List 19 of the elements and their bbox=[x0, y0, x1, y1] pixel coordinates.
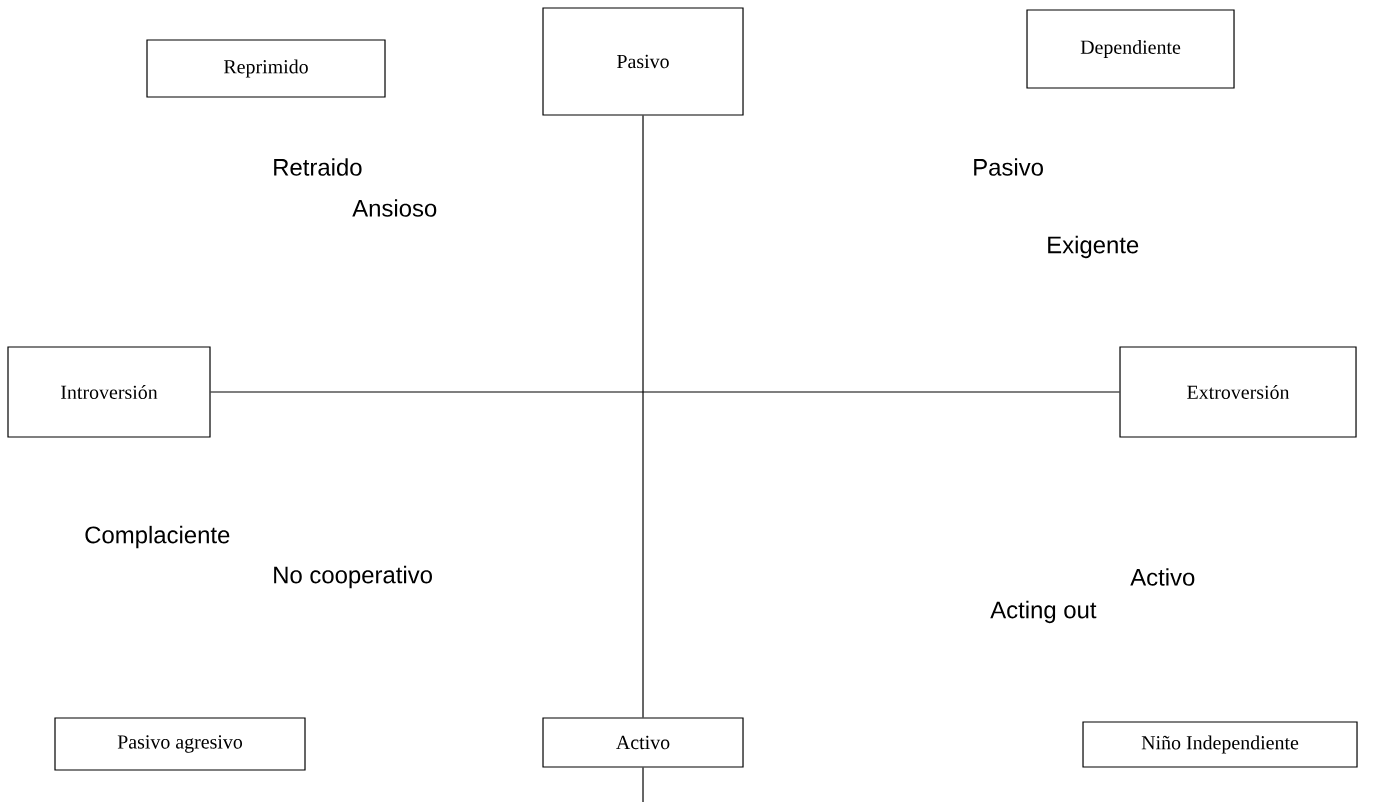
trait-label: Pasivo bbox=[974, 158, 1043, 176]
trait-label: Activo bbox=[1130, 568, 1195, 586]
axis-line bbox=[642, 767, 644, 802]
label-box: Activo bbox=[542, 717, 744, 768]
label-box: Pasivo agresivo bbox=[54, 717, 306, 771]
label-box: Reprimido bbox=[146, 39, 386, 98]
axis-line bbox=[210, 391, 1120, 393]
trait-label: Complaciente bbox=[85, 525, 230, 549]
trait-label: Ansioso bbox=[352, 199, 437, 217]
axis-line bbox=[642, 115, 644, 718]
label-box: Introversión bbox=[7, 346, 211, 438]
trait-label: Acting out bbox=[990, 600, 1097, 624]
trait-label: Exigente bbox=[1048, 235, 1139, 259]
label-box: Pasivo bbox=[542, 7, 744, 116]
trait-label: Retraido bbox=[274, 158, 362, 176]
label-box: Niño Independiente bbox=[1082, 721, 1358, 768]
label-box: Dependiente bbox=[1026, 9, 1235, 89]
trait-label: No cooperativo bbox=[274, 565, 432, 589]
label-box: Extroversión bbox=[1119, 346, 1357, 438]
